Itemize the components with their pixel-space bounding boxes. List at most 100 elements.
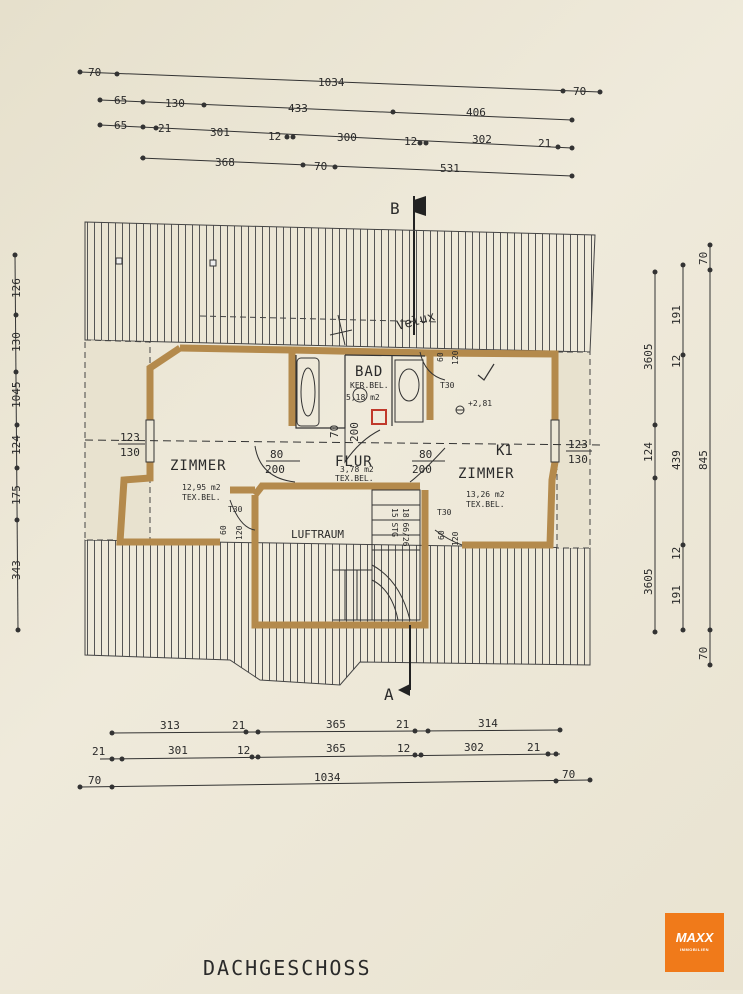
dim-top-2-a: 65	[114, 94, 127, 107]
dim-right-inner-2: 124	[642, 442, 655, 462]
dim-top-2-b: 130	[165, 97, 185, 110]
door-dim-120c: 120	[451, 350, 460, 365]
dim-left-5: 175	[10, 485, 23, 505]
room-left-name: ZIMMER	[170, 458, 227, 474]
dim-top-2-c: 433	[288, 102, 308, 115]
room-hall-name: FLUR	[335, 454, 373, 470]
dim-bottom-1-e: 314	[478, 717, 498, 730]
door-t30-right: T30	[437, 508, 452, 517]
door-dim-120a: 120	[235, 525, 244, 540]
dim-top-4-c: 531	[440, 162, 460, 175]
bathtub-icon	[296, 357, 320, 427]
door-bath-height: 200	[348, 422, 361, 442]
door-dim-60b: 60	[437, 530, 446, 540]
dim-right-mid-5: 191	[670, 585, 683, 605]
handwritten-note-k1: K1	[496, 443, 513, 459]
dim-bottom-3-c: 70	[562, 768, 575, 781]
dim-right-mid-1: 191	[670, 305, 683, 325]
dims-left	[12, 252, 21, 633]
dim-top-3-f: 12	[404, 135, 417, 148]
section-b-label: B	[390, 199, 400, 218]
door-bath-width: 70	[328, 425, 341, 438]
dim-bottom-3-b: 1034	[314, 771, 341, 784]
shower-icon	[394, 359, 424, 423]
dim-left-4: 124	[10, 435, 23, 455]
dim-bottom-2-f: 302	[464, 741, 484, 754]
walls	[116, 344, 559, 629]
level-value: +2,81	[468, 399, 492, 408]
dim-top-1-c: 70	[573, 85, 586, 98]
room-bath-name: BAD	[355, 364, 383, 380]
logo-brand: MAXX	[675, 930, 714, 945]
dim-right-outer-3: 70	[697, 647, 710, 660]
dim-right-outer-2: 845	[697, 450, 710, 470]
window-right-w1: 123	[568, 438, 588, 451]
dim-bottom-1-b: 21	[232, 719, 245, 732]
staircase	[333, 489, 421, 621]
roof-sides	[84, 339, 591, 549]
dim-bottom-2-b: 301	[168, 744, 188, 757]
dim-bottom-1-d: 21	[396, 718, 409, 731]
dim-bottom-2-c: 12	[237, 744, 250, 757]
door-left-width: 80	[270, 448, 283, 461]
door-left-height: 200	[265, 463, 285, 476]
dim-right-mid-2: 12	[670, 355, 683, 368]
door-dim-60a: 60	[219, 525, 228, 535]
section-b-arrow	[414, 196, 426, 216]
level-marker-icon	[455, 405, 465, 415]
door-t30-top: T30	[440, 381, 455, 390]
dim-bottom-2-e: 12	[397, 742, 410, 755]
room-bath-area: 5,18 m2	[346, 393, 380, 402]
window-left-w1: 123	[120, 431, 140, 444]
door-t30-left: T30	[228, 505, 243, 514]
dim-top-3-e: 300	[337, 131, 357, 144]
maxx-logo: MAXX IMMOBILIEN	[665, 913, 724, 972]
window-left-w2: 130	[120, 446, 140, 459]
dim-left-3: 1045	[10, 382, 23, 409]
stairs-label: 15 STG	[390, 508, 399, 537]
dim-right-mid-3: 439	[670, 450, 683, 470]
dim-left-2: 130	[10, 332, 23, 352]
door-swings	[229, 351, 463, 546]
dim-top-3-d: 12	[268, 130, 281, 143]
door-dim-60c: 60	[436, 352, 445, 362]
dim-right-outer-1: 70	[697, 252, 710, 265]
dim-top-3-b: 21	[158, 122, 171, 135]
dim-top-3-c: 301	[210, 126, 230, 139]
dim-top-3-a: 65	[114, 119, 127, 132]
room-right-area: 13,26 m2	[466, 490, 505, 499]
dim-bottom-2-d: 365	[326, 742, 346, 755]
wc-icon	[352, 387, 387, 425]
dim-bottom-2-g: 21	[527, 741, 540, 754]
door-right-width: 80	[419, 448, 432, 461]
dim-top-1-b: 1034	[318, 76, 345, 89]
room-bath-floor: KER.BEL.	[350, 381, 389, 390]
section-dashed-line	[84, 439, 601, 446]
room-hall-area: 3,78 m2	[340, 465, 374, 474]
dim-left-6: 343	[10, 560, 23, 580]
room-right-floor: TEX.BEL.	[466, 500, 505, 509]
door-right-height: 200	[412, 463, 432, 476]
room-void-name: LUFTRAUM	[291, 528, 344, 541]
window-right	[550, 419, 560, 463]
section-a-arrow	[398, 684, 410, 696]
dim-bottom-1-c: 365	[326, 718, 346, 731]
handwritten-check-icon	[477, 363, 495, 381]
logo-sub: IMMOBILIEN	[680, 947, 709, 952]
dim-bottom-3-a: 70	[88, 774, 101, 787]
handwritten-mark-icon	[329, 314, 353, 346]
dim-top-4-a: 368	[215, 156, 235, 169]
dim-bottom-2-a: 21	[92, 745, 105, 758]
dim-left-1: 126	[10, 278, 23, 298]
room-left-area: 12,95 m2	[182, 483, 221, 492]
dim-top-2-d: 406	[466, 106, 486, 119]
dims-bottom	[77, 727, 593, 790]
room-hall-floor: TEX.BEL.	[335, 474, 374, 483]
dim-top-3-h: 21	[538, 137, 551, 150]
dim-right-inner-1: 3605	[642, 344, 655, 371]
dim-top-3-g: 302	[472, 133, 492, 146]
dims-top	[77, 69, 603, 179]
door-dim-120b: 120	[451, 531, 460, 546]
